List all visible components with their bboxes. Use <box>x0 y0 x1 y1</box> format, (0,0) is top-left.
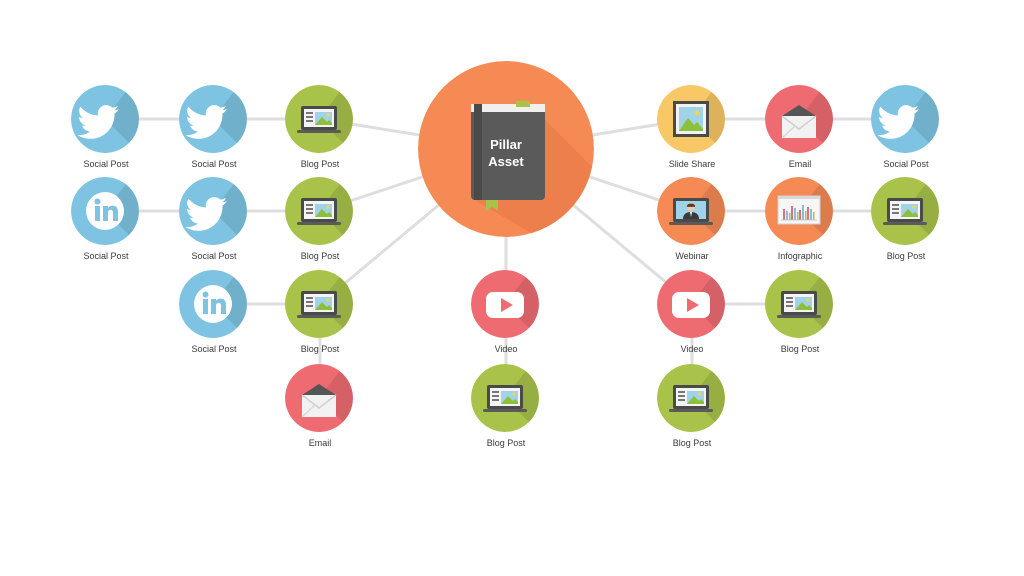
laptop-blog-icon <box>471 364 539 432</box>
node-label: Social Post <box>883 159 929 169</box>
email-node: Email <box>285 364 355 452</box>
node-label: Blog Post <box>300 344 340 354</box>
picture-frame-icon <box>657 85 725 153</box>
play-button-icon <box>657 270 725 338</box>
laptop-blog-icon <box>871 177 939 245</box>
linkedin-icon <box>71 177 139 245</box>
node-label: Slide Share <box>668 159 716 169</box>
laptop-blog-icon <box>765 270 833 338</box>
presenter-laptop-icon <box>657 177 725 245</box>
blog-node: Blog Post <box>285 270 355 358</box>
book-icon <box>418 61 594 237</box>
webinar-node: Webinar <box>657 177 727 265</box>
video-node: Video <box>657 270 727 358</box>
node-label: Social Post <box>191 344 237 354</box>
node-label: Blog Post <box>300 159 340 169</box>
blog-node: Blog Post <box>285 177 355 265</box>
node-label: Blog Post <box>780 344 820 354</box>
hub-title-line1: Pillar <box>490 137 522 152</box>
slideshare-node: Slide Share <box>657 85 727 173</box>
twitter-node: Social Post <box>871 85 941 173</box>
infographic-node: Infographic <box>765 177 835 265</box>
linkedin-node: Social Post <box>71 177 141 265</box>
twitter-bird-icon <box>179 85 247 153</box>
blog-node: Blog Post <box>471 364 541 452</box>
envelope-icon <box>765 85 833 153</box>
pillar-asset-hub: Pillar Asset <box>418 61 594 237</box>
laptop-blog-icon <box>285 177 353 245</box>
node-label: Webinar <box>675 251 709 261</box>
twitter-node: Social Post <box>179 177 249 265</box>
node-label: Social Post <box>191 159 237 169</box>
node-label: Blog Post <box>672 438 712 448</box>
node-label: Social Post <box>83 251 129 261</box>
node-label: Infographic <box>777 251 823 261</box>
blog-node: Blog Post <box>765 270 835 358</box>
twitter-bird-icon <box>871 85 939 153</box>
play-button-icon <box>471 270 539 338</box>
email-node: Email <box>765 85 835 173</box>
node-label: Social Post <box>191 251 237 261</box>
node-label: Blog Post <box>486 438 526 448</box>
node-label: Social Post <box>83 159 129 169</box>
hub-title-line2: Asset <box>488 154 524 169</box>
laptop-blog-icon <box>285 85 353 153</box>
node-label: Email <box>308 438 332 448</box>
video-node: Video <box>471 270 541 358</box>
node-label: Blog Post <box>300 251 340 261</box>
twitter-node: Social Post <box>179 85 249 173</box>
blog-node: Blog Post <box>285 85 355 173</box>
twitter-bird-icon <box>179 177 247 245</box>
linkedin-icon <box>179 270 247 338</box>
linkedin-node: Social Post <box>179 270 249 358</box>
twitter-node: Social Post <box>71 85 141 173</box>
node-label: Video <box>494 344 518 354</box>
laptop-blog-icon <box>285 270 353 338</box>
node-label: Video <box>680 344 704 354</box>
node-label: Email <box>788 159 812 169</box>
twitter-bird-icon <box>71 85 139 153</box>
envelope-icon <box>285 364 353 432</box>
blog-node: Blog Post <box>657 364 727 452</box>
bar-chart-board-icon <box>765 177 833 245</box>
node-label: Blog Post <box>886 251 926 261</box>
blog-node: Blog Post <box>871 177 941 265</box>
laptop-blog-icon <box>657 364 725 432</box>
